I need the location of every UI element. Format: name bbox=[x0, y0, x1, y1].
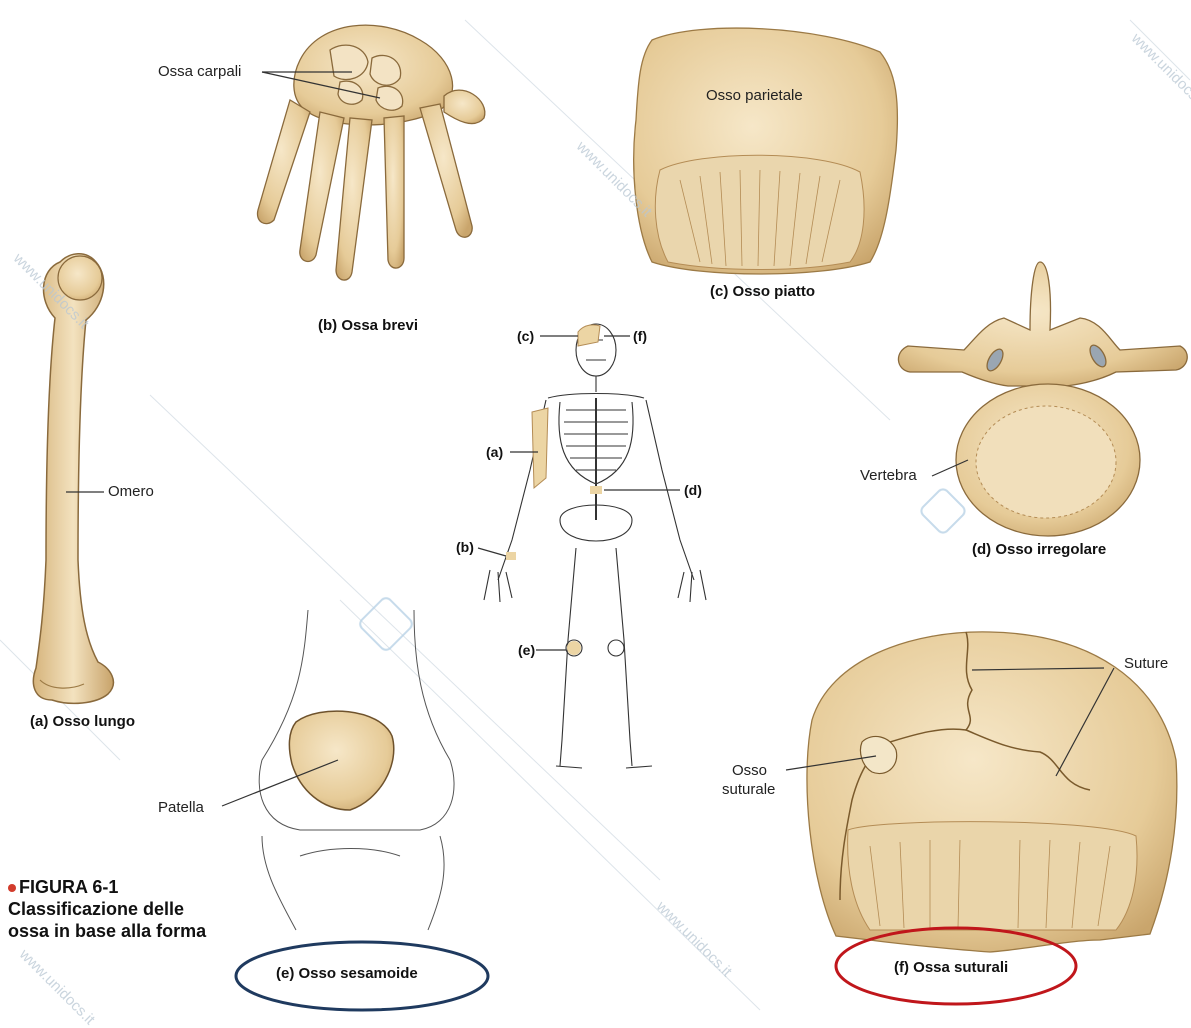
label-osso-suturale-line1: Osso bbox=[732, 763, 767, 778]
caption-e: (e) Osso sesamoide bbox=[276, 966, 418, 981]
caption-f: (f) Ossa suturali bbox=[894, 960, 1008, 975]
vertebra-illustration bbox=[898, 262, 1187, 536]
skeleton-key-f: (f) bbox=[633, 329, 647, 343]
skeleton-key-b: (b) bbox=[456, 540, 474, 554]
label-suture: Suture bbox=[1124, 656, 1168, 671]
skull-illustration bbox=[786, 632, 1177, 952]
caption-a: (a) Osso lungo bbox=[30, 714, 135, 729]
unidocs-logo-mark bbox=[358, 487, 967, 652]
hand-illustration bbox=[257, 25, 484, 280]
skeleton-highlights bbox=[506, 325, 602, 655]
caption-c: (c) Osso piatto bbox=[710, 284, 815, 299]
skeleton-key-a: (a) bbox=[486, 445, 503, 459]
figure-caption-line2: ossa in base alla forma bbox=[8, 920, 268, 942]
caption-d: (d) Osso irregolare bbox=[972, 542, 1106, 557]
patella-illustration bbox=[222, 711, 394, 810]
parietal-illustration bbox=[634, 28, 898, 274]
figure-caption: FIGURA 6-1 Classificazione delle ossa in… bbox=[8, 876, 268, 942]
skeleton-leaders bbox=[478, 336, 680, 650]
label-ossa-carpali: Ossa carpali bbox=[158, 64, 241, 79]
skeleton-key-d: (d) bbox=[684, 483, 702, 497]
label-omero: Omero bbox=[108, 484, 154, 499]
label-osso-parietale: Osso parietale bbox=[706, 88, 803, 103]
skeleton-illustration bbox=[484, 324, 706, 768]
figure-number: FIGURA 6-1 bbox=[8, 876, 268, 898]
label-osso-suturale-line2: suturale bbox=[722, 782, 775, 797]
skeleton-key-e: (e) bbox=[518, 643, 535, 657]
skeleton-key-c: (c) bbox=[517, 329, 534, 343]
label-vertebra: Vertebra bbox=[860, 468, 917, 483]
caption-b: (b) Ossa brevi bbox=[318, 318, 418, 333]
label-patella: Patella bbox=[158, 800, 204, 815]
figure-caption-line1: Classificazione delle bbox=[8, 898, 268, 920]
